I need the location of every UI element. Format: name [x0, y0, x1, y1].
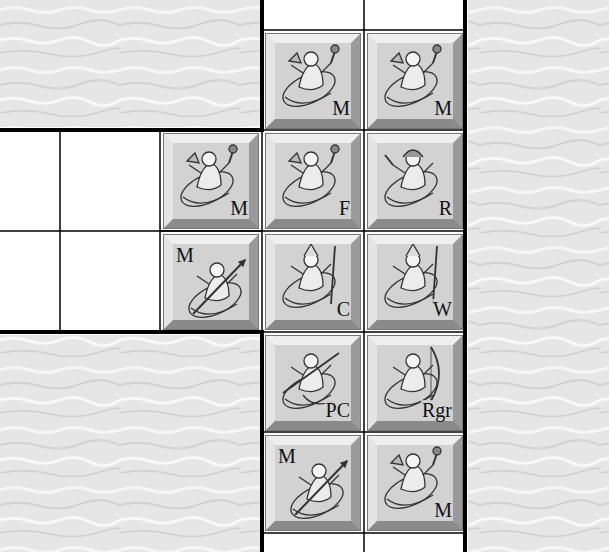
token-label: M [433, 98, 453, 118]
token-label: PC [325, 400, 351, 420]
creature-token: Rgr [368, 336, 462, 430]
token-label: M [277, 446, 297, 466]
creature-token: M [164, 134, 258, 228]
figure-icon [278, 145, 341, 214]
figure-icon [184, 260, 247, 320]
creature-token: M [266, 436, 360, 530]
token-label: M [433, 500, 453, 520]
grid-lines [0, 0, 465, 552]
creature-token: M [368, 436, 462, 530]
creature-token: PC [266, 336, 360, 430]
token-label: M [331, 98, 351, 118]
token-label: W [432, 299, 453, 319]
token-label: M [229, 198, 249, 218]
water-area [0, 335, 262, 552]
water-area [468, 0, 609, 552]
token-label: C [336, 299, 351, 319]
token-label: F [338, 198, 351, 218]
token-label: Rgr [421, 400, 453, 420]
wall-lines [0, 0, 465, 552]
figure-icon [380, 150, 443, 214]
creature-token: R [368, 134, 462, 228]
creature-token: M [368, 34, 462, 128]
creature-token: M [164, 235, 258, 329]
figure-icon [286, 461, 349, 521]
figure-icon [278, 244, 341, 315]
token-label: M [175, 245, 195, 265]
water-area [0, 0, 262, 127]
creature-token: C [266, 235, 360, 329]
creature-token: M [266, 34, 360, 128]
creature-token: F [266, 134, 360, 228]
token-label: R [438, 198, 453, 218]
creature-token: W [368, 235, 462, 329]
